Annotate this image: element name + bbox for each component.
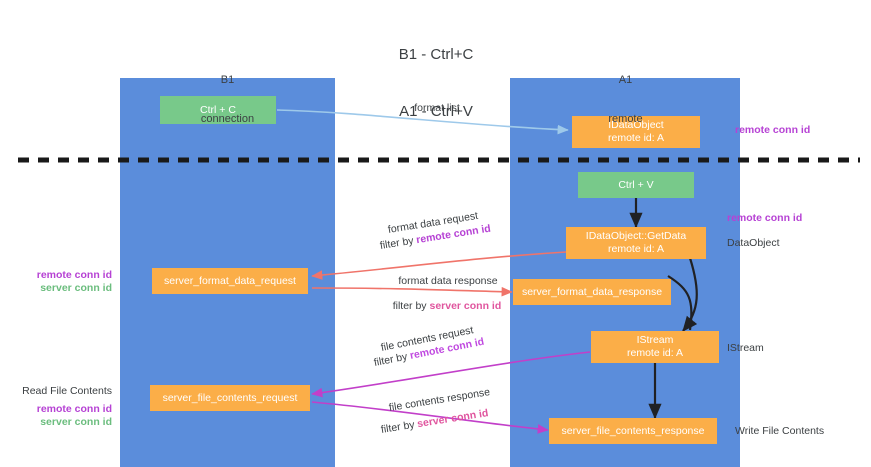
side-label-left-remote-conn-id-mid: remote conn id [0, 268, 112, 282]
server-conn-id-text-2: server conn id [429, 300, 502, 312]
side-label-left-server-conn-id-bot: server conn id [0, 415, 112, 429]
edge-label-format-data-response-text: format data response [398, 275, 498, 287]
node-server-file-contents-request-label: server_file_contents_request [162, 391, 298, 404]
side-label-write-file-contents-text: Write File Contents [735, 425, 825, 437]
node-ctrl-v-label: Ctrl + V [618, 178, 654, 191]
side-label-istream-text: IStream [727, 342, 764, 354]
node-server-file-contents-response[interactable]: server_file_contents_response [549, 418, 717, 444]
edge-format-data-response [311, 286, 513, 297]
node-server-format-data-response[interactable]: server_format_data_response [513, 279, 671, 305]
node-server-file-contents-response-label: server_file_contents_response [561, 424, 705, 437]
column-header-a1: A1 remote [558, 48, 693, 152]
node-ctrl-c[interactable]: Ctrl + C [160, 96, 276, 124]
side-label-left-remote-conn-id-bot: remote conn id [0, 402, 112, 416]
node-getdata-title: IDataObject::GetData [585, 230, 687, 242]
column-header-a1-sub: remote [608, 113, 643, 125]
filter-by-text-2: filter by [392, 300, 427, 312]
node-istream-remoteid: remote id: A [626, 347, 684, 359]
side-label-write-file-contents: Write File Contents [735, 424, 824, 438]
side-label-read-file-contents-text: Read File Contents [22, 385, 112, 397]
edge-file-contents-response [311, 401, 549, 434]
node-server-format-data-request-label: server_format_data_request [164, 274, 296, 287]
edge-label-format-list-text: format list [414, 102, 460, 114]
node-idataobject-title: IDataObject [608, 119, 664, 131]
side-label-left-remote-conn-id-bot-text: remote conn id [36, 403, 112, 415]
page-title: B1 - Ctrl+C A1 - Ctrl+V [336, 7, 536, 159]
side-label-dataobject: DataObject [727, 236, 780, 250]
title-line-1: B1 - Ctrl+C [398, 46, 474, 63]
node-istream[interactable]: IStream remote id: A [591, 331, 719, 363]
side-label-left-server-conn-id-bot-text: server conn id [40, 416, 112, 428]
node-server-format-data-response-label: server_format_data_response [521, 285, 663, 298]
side-label-read-file-contents: Read File Contents [0, 384, 112, 398]
side-label-remote-conn-id-top: remote conn id [735, 123, 810, 137]
edge-file-contents-request [311, 351, 591, 398]
side-label-remote-conn-id-top-text: remote conn id [735, 124, 811, 136]
node-istream-title: IStream [636, 334, 674, 346]
node-ctrl-v[interactable]: Ctrl + V [578, 172, 694, 198]
edge-label-format-list: format list [377, 101, 497, 115]
side-label-left-server-conn-id-mid-text: server conn id [40, 282, 112, 294]
side-label-istream: IStream [727, 341, 764, 355]
side-label-remote-conn-id-mid: remote conn id [727, 211, 802, 225]
edge-label-format-data-response: format data response [378, 274, 518, 288]
edge-label-filter-by-server-2: filter by server conn id [372, 299, 522, 313]
column-header-b1-name: B1 [220, 74, 235, 86]
edge-format-response-istream [667, 275, 693, 331]
edge-format-list [276, 109, 569, 135]
column-header-a1-name: A1 [618, 74, 633, 86]
node-getdata-remoteid: remote id: A [607, 243, 665, 255]
side-label-dataobject-text: DataObject [727, 237, 780, 249]
node-server-file-contents-request[interactable]: server_file_contents_request [150, 385, 310, 411]
node-server-format-data-request[interactable]: server_format_data_request [152, 268, 308, 294]
edge-getdata-istream [682, 257, 698, 332]
node-idataobject[interactable]: IDataObject remote id: A [572, 116, 700, 148]
side-label-remote-conn-id-mid-text: remote conn id [727, 212, 803, 224]
column-header-b1: B1 connection [160, 48, 295, 152]
side-label-left-server-conn-id-mid: server conn id [0, 281, 112, 295]
title-line-2: A1 - Ctrl+V [399, 103, 473, 120]
side-label-left-remote-conn-id-mid-text: remote conn id [36, 269, 112, 281]
edge-format-data-request [311, 251, 567, 280]
column-header-b1-sub: connection [200, 113, 255, 125]
node-ctrl-c-label: Ctrl + C [200, 103, 236, 116]
node-getdata[interactable]: IDataObject::GetData remote id: A [566, 227, 706, 259]
node-idataobject-remoteid: remote id: A [607, 132, 665, 144]
